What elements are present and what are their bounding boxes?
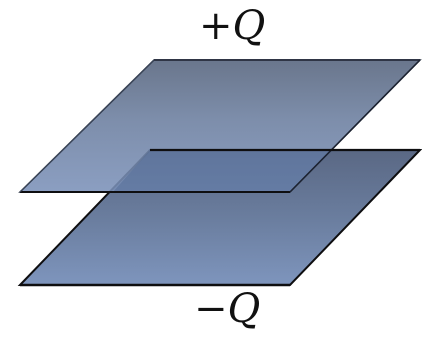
top-plate-charge-label: +Q [199,3,266,49]
plate-overlap-region [113,150,333,192]
top-plate-left-edge [19,59,155,193]
top-plate-right-edge [289,59,421,193]
bottom-plate-charge-label: −Q [194,286,261,332]
